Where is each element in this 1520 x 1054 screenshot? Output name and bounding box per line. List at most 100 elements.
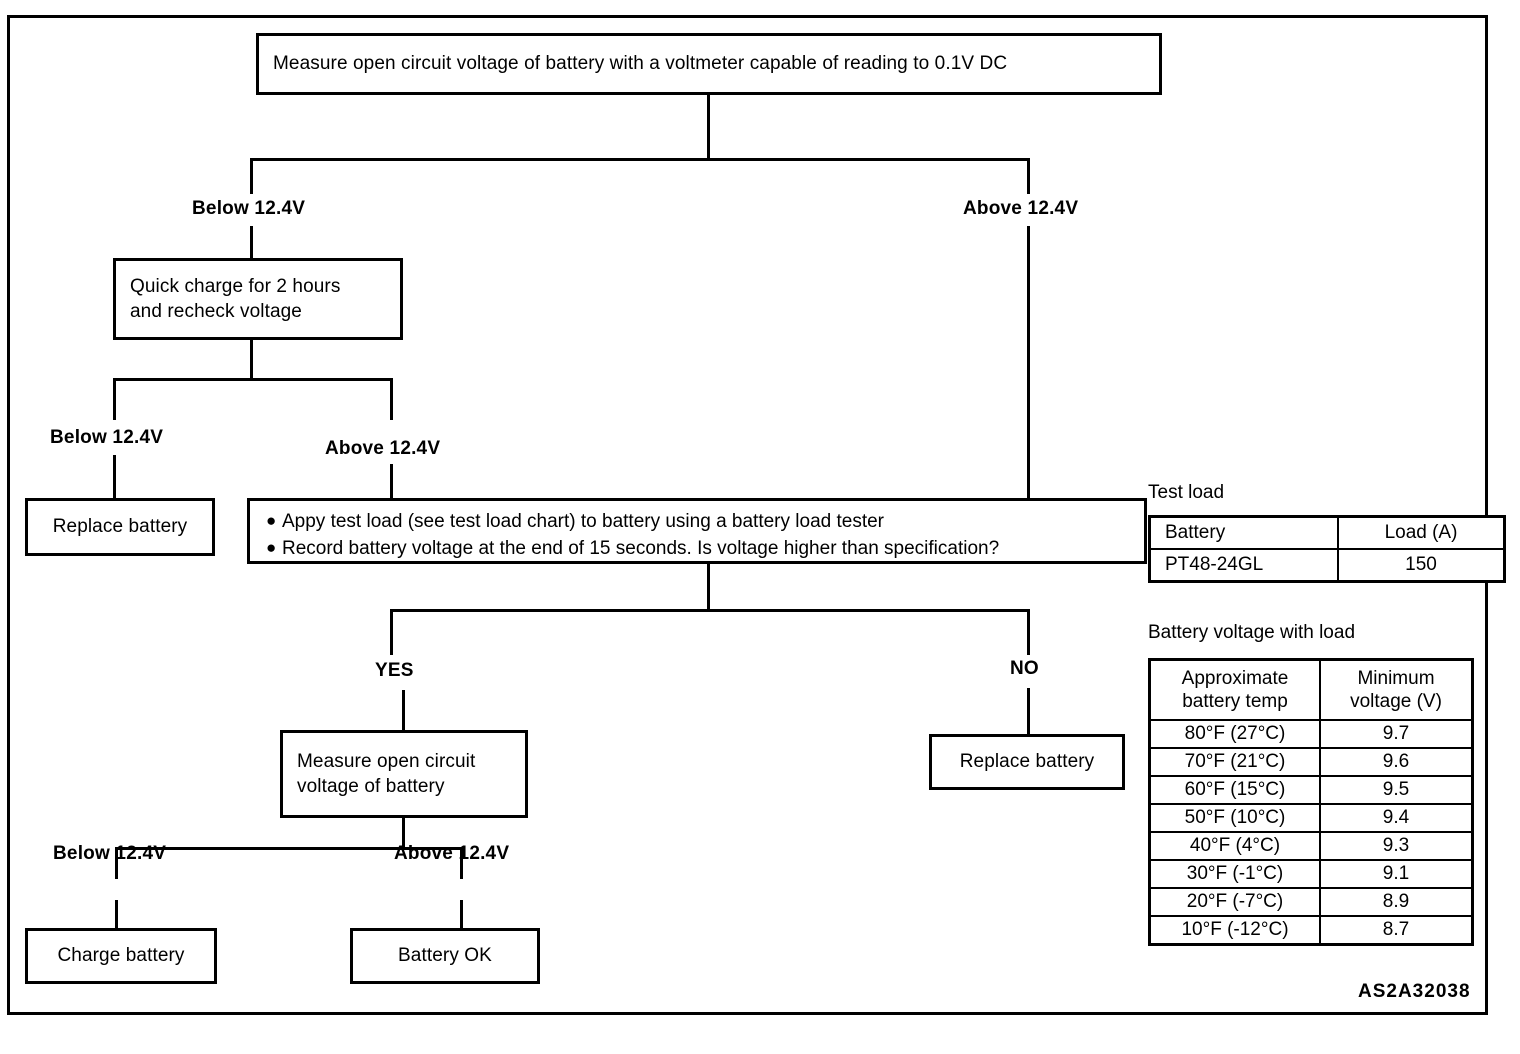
voltage-cell-temp: 10°F (-12°C) — [1148, 915, 1321, 946]
load-test-bullet-row-2: ● Record battery voltage at the end of 1… — [266, 536, 1132, 563]
connector-split1-right-leg — [1027, 158, 1030, 194]
connector-split2-left-leg — [113, 378, 116, 420]
load-test-bullet-1-text: Appy test load (see test load chart) to … — [282, 511, 884, 532]
table-row: 70°F (21°C) 9.6 — [1148, 747, 1474, 778]
edge-label-mid-below: Below 12.4V — [50, 427, 164, 448]
node-measure-ocv-text: Measure open circuit voltage of battery — [297, 749, 475, 799]
bullet-dot-icon: ● — [266, 537, 277, 557]
table-row: 80°F (27°C) 9.7 — [1148, 719, 1474, 750]
connector-split1-left-leg — [250, 158, 253, 194]
voltage-cell-voltage: 9.6 — [1319, 747, 1474, 778]
node-load-test-instructions: ● Appy test load (see test load chart) t… — [247, 498, 1147, 564]
voltage-cell-temp: 30°F (-1°C) — [1148, 859, 1321, 890]
node-quick-charge-text: Quick charge for 2 hours and recheck vol… — [130, 274, 340, 324]
voltage-cell-voltage: 9.3 — [1319, 831, 1474, 862]
connector-above-to-load-test — [1027, 226, 1030, 498]
reference-code: AS2A32038 — [1358, 981, 1471, 1002]
node-battery-ok: Battery OK — [350, 928, 540, 984]
connector-measure-ocv-to-split4 — [402, 818, 405, 850]
voltage-cell-temp: 80°F (27°C) — [1148, 719, 1321, 750]
voltage-header-voltage: Minimum voltage (V) — [1319, 658, 1474, 722]
node-charge-battery-label: Charge battery — [57, 945, 185, 967]
connector-split4-right-leg — [460, 847, 463, 879]
bullet-dot-icon: ● — [266, 511, 277, 530]
connector-split3-bar — [390, 609, 1030, 612]
table-row: 10°F (-12°C) 8.7 — [1148, 915, 1474, 946]
voltage-header-row: Approximate battery temp Minimum voltage… — [1148, 658, 1474, 722]
node-measure-open-circuit-voltage-lower: Measure open circuit voltage of battery — [280, 730, 528, 818]
voltage-header-voltage-line2: voltage (V) — [1350, 691, 1442, 713]
voltage-cell-voltage: 8.9 — [1319, 887, 1474, 918]
connector-load-test-to-split3 — [707, 564, 710, 612]
connector-split3-right-leg — [1027, 609, 1030, 655]
voltage-table-body: 80°F (27°C) 9.7 70°F (21°C) 9.6 60°F (15… — [1148, 719, 1474, 946]
test-load-header-load: Load (A) — [1337, 515, 1506, 550]
voltage-header-temp-line1: Approximate — [1181, 668, 1289, 689]
voltage-cell-temp: 50°F (10°C) — [1148, 803, 1321, 834]
connector-split1-bar — [250, 158, 1030, 161]
node-battery-ok-label: Battery OK — [398, 945, 492, 967]
battery-voltage-table: Approximate battery temp Minimum voltage… — [1148, 658, 1474, 947]
voltage-cell-temp: 20°F (-7°C) — [1148, 887, 1321, 918]
voltage-cell-voltage: 9.1 — [1319, 859, 1474, 890]
voltage-cell-voltage: 9.7 — [1319, 719, 1474, 750]
voltage-header-temp-line2: battery temp — [1182, 691, 1288, 713]
edge-label-mid-above: Above 12.4V — [325, 438, 441, 459]
node-replace-battery-left: Replace battery — [25, 498, 215, 556]
node-charge-battery: Charge battery — [25, 928, 217, 984]
connector-yes-to-measure-ocv — [402, 690, 405, 730]
node-quick-charge-line1: Quick charge for 2 hours — [130, 275, 341, 297]
node-quick-charge-line2: and recheck voltage — [130, 301, 302, 322]
node-measure-ocv-line1: Measure open circuit — [297, 750, 476, 772]
test-load-cell-battery: PT48-24GL — [1148, 548, 1339, 583]
connector-split3-left-leg — [390, 609, 393, 655]
voltage-cell-temp: 40°F (4°C) — [1148, 831, 1321, 862]
connector-split2-bar — [113, 378, 393, 381]
connector-to-charge-battery — [115, 900, 118, 930]
table-row: PT48-24GL 150 — [1148, 548, 1506, 583]
connector-no-to-replace-battery — [1027, 688, 1030, 734]
node-replace-battery-left-label: Replace battery — [52, 516, 188, 538]
node-replace-battery-no: Replace battery — [929, 734, 1125, 790]
node-start-label: Measure open circuit voltage of battery … — [273, 53, 1008, 75]
edge-label-no: NO — [1010, 658, 1039, 679]
node-measure-ocv-line2: voltage of battery — [297, 776, 445, 797]
voltage-cell-voltage: 9.4 — [1319, 803, 1474, 834]
node-quick-charge: Quick charge for 2 hours and recheck vol… — [113, 258, 403, 340]
test-load-header-row: Battery Load (A) — [1148, 515, 1506, 550]
test-load-caption: Test load — [1148, 482, 1225, 503]
load-test-bullet-2-text: Record battery voltage at the end of 15 … — [282, 537, 1000, 559]
connector-to-replace-battery-left — [113, 455, 116, 498]
test-load-table: Battery Load (A) PT48-24GL 150 — [1148, 515, 1506, 583]
table-row: 30°F (-1°C) 9.1 — [1148, 859, 1474, 890]
voltage-cell-temp: 60°F (15°C) — [1148, 775, 1321, 806]
connector-split4-bar — [115, 847, 463, 850]
connector-to-battery-ok — [460, 900, 463, 930]
table-row: 50°F (10°C) 9.4 — [1148, 803, 1474, 834]
load-test-bullet-row-1: ● Appy test load (see test load chart) t… — [266, 509, 1132, 536]
connector-to-load-test-box — [390, 464, 393, 498]
node-replace-battery-no-label: Replace battery — [959, 751, 1095, 773]
node-measure-open-circuit-voltage: Measure open circuit voltage of battery … — [256, 33, 1162, 95]
edge-label-yes: YES — [375, 660, 414, 681]
edge-label-top-below: Below 12.4V — [192, 198, 306, 219]
voltage-cell-temp: 70°F (21°C) — [1148, 747, 1321, 778]
table-row: 20°F (-7°C) 8.9 — [1148, 887, 1474, 918]
edge-label-bottom-above: Above 12.4V — [394, 843, 510, 864]
battery-voltage-caption: Battery voltage with load — [1148, 622, 1356, 643]
connector-start-to-split1 — [707, 95, 710, 160]
test-load-cell-load: 150 — [1337, 548, 1506, 583]
voltage-header-temp: Approximate battery temp — [1148, 658, 1321, 722]
voltage-cell-voltage: 9.5 — [1319, 775, 1474, 806]
edge-label-bottom-below: Below 12.4V — [53, 843, 167, 864]
connector-split4-left-leg — [115, 847, 118, 879]
voltage-cell-voltage: 8.7 — [1319, 915, 1474, 946]
connector-to-quick-charge — [250, 226, 253, 260]
connector-quick-charge-to-split2 — [250, 340, 253, 380]
table-row: 60°F (15°C) 9.5 — [1148, 775, 1474, 806]
voltage-header-voltage-line1: Minimum — [1357, 668, 1435, 689]
test-load-header-battery: Battery — [1148, 515, 1339, 550]
connector-split2-right-leg — [390, 378, 393, 420]
edge-label-top-above: Above 12.4V — [963, 198, 1079, 219]
